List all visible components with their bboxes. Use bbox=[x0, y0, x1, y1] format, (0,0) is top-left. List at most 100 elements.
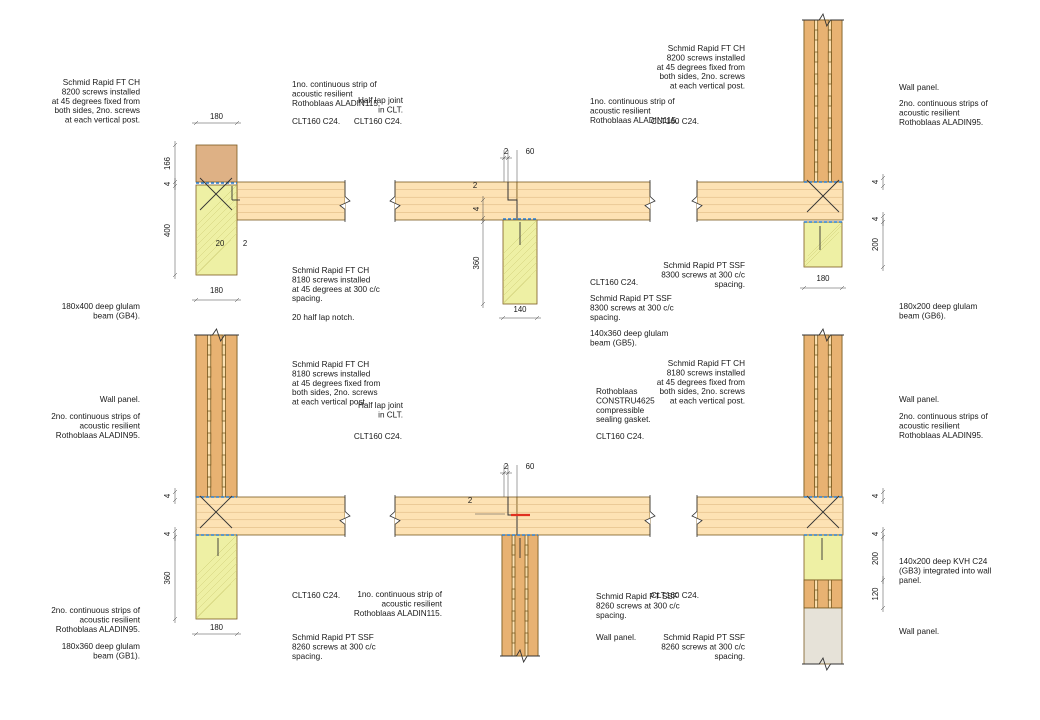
half-lap-joint bbox=[507, 182, 518, 220]
break-line bbox=[644, 495, 656, 537]
polyline bbox=[700, 535, 730, 596]
dim-tick bbox=[193, 297, 199, 303]
dimension-label: 4 bbox=[871, 493, 880, 498]
wall-block bbox=[221, 344, 226, 356]
dim-tick bbox=[480, 219, 486, 225]
dim-tick bbox=[172, 497, 178, 503]
hatch-line bbox=[195, 204, 238, 247]
wall-block bbox=[511, 544, 516, 556]
detail-geometry bbox=[194, 12, 844, 672]
polyline bbox=[842, 114, 899, 222]
dimension-label: 2 bbox=[468, 496, 472, 505]
clt-slab-left bbox=[394, 496, 518, 536]
break-line bbox=[500, 648, 540, 664]
annotation-label: CLT160 C24. bbox=[354, 117, 402, 126]
hatch-line bbox=[195, 218, 238, 261]
annotation-label: CLT160 C24. bbox=[292, 591, 340, 600]
wall-block bbox=[827, 589, 832, 601]
polyline bbox=[240, 97, 292, 183]
wall-stud-right bbox=[225, 334, 238, 498]
polyline bbox=[842, 428, 899, 535]
wall-stud-right bbox=[830, 579, 843, 609]
dimension-label: 4 bbox=[472, 206, 481, 211]
beam-hatch bbox=[195, 534, 238, 620]
annotation-label: CLT160 C24. bbox=[590, 278, 638, 287]
wall-block bbox=[814, 476, 819, 488]
dim-tick bbox=[839, 285, 845, 291]
annotation-label: Wall panel. bbox=[596, 633, 636, 642]
wall-block bbox=[827, 432, 832, 444]
dim-tick bbox=[801, 285, 807, 291]
wall-block bbox=[221, 366, 226, 378]
dimension-label: 4 bbox=[871, 216, 880, 221]
dimension-label: 360 bbox=[163, 571, 172, 585]
dimension-label: 200 bbox=[871, 237, 880, 251]
wall-stud-right bbox=[830, 19, 843, 183]
wall-block bbox=[814, 589, 819, 601]
wall-stud-right bbox=[527, 534, 539, 657]
dim-tick bbox=[880, 497, 886, 503]
polyline bbox=[700, 126, 730, 182]
wall-block bbox=[814, 432, 819, 444]
polyline bbox=[404, 412, 507, 507]
wall-panel-lower bbox=[803, 607, 843, 665]
hatch-line bbox=[502, 247, 538, 283]
dim-tick bbox=[234, 297, 240, 303]
wall-block bbox=[827, 454, 832, 466]
hatch-line bbox=[195, 562, 238, 605]
wall-block bbox=[207, 344, 212, 356]
hatch-line bbox=[230, 534, 238, 542]
annotation-label: CLT160 C24. bbox=[292, 117, 340, 126]
hatch-line bbox=[502, 261, 538, 297]
dimension-label: 2 bbox=[473, 181, 477, 190]
glulam-beam-gb6 bbox=[803, 221, 843, 268]
polyline bbox=[141, 608, 196, 650]
hatch-line bbox=[195, 211, 238, 254]
screw-line bbox=[806, 179, 840, 213]
polyline bbox=[443, 540, 502, 596]
wall-block bbox=[814, 51, 819, 63]
wall-block bbox=[207, 476, 212, 488]
dim-tick bbox=[234, 120, 240, 126]
clt-slab-left bbox=[394, 181, 518, 221]
dim-tick bbox=[880, 264, 886, 270]
dimension-label: 60 bbox=[526, 147, 535, 156]
glulam-beam-gb4 bbox=[195, 184, 238, 276]
break-line bbox=[339, 180, 351, 222]
hatch-line bbox=[231, 184, 238, 191]
wall-stud-mid bbox=[210, 334, 223, 498]
dim-tick bbox=[880, 528, 886, 534]
wall-stud-left bbox=[195, 334, 208, 498]
dimension-label: 2 bbox=[504, 147, 508, 156]
annotation-label: CLT160 C24. bbox=[651, 591, 699, 600]
screw-line bbox=[199, 177, 233, 211]
dimension-label: 400 bbox=[163, 223, 172, 237]
polyline bbox=[746, 238, 820, 270]
polyline bbox=[404, 106, 507, 190]
polyline bbox=[746, 76, 816, 182]
polyline bbox=[233, 262, 292, 318]
wall-block bbox=[827, 388, 832, 400]
wall-block bbox=[827, 161, 832, 173]
wall-block bbox=[511, 632, 516, 644]
dimension-label: 200 bbox=[871, 551, 880, 565]
annotation-label: 140x200 deep KVH C24(GB3) integrated int… bbox=[899, 557, 992, 585]
beam-hatch bbox=[195, 184, 238, 276]
wall-block bbox=[221, 388, 226, 400]
break-line bbox=[802, 327, 844, 343]
hatch-line bbox=[195, 232, 238, 275]
clt-slab-right bbox=[516, 496, 651, 536]
hatch-line bbox=[195, 555, 238, 598]
clt-floor-slab bbox=[696, 181, 844, 221]
